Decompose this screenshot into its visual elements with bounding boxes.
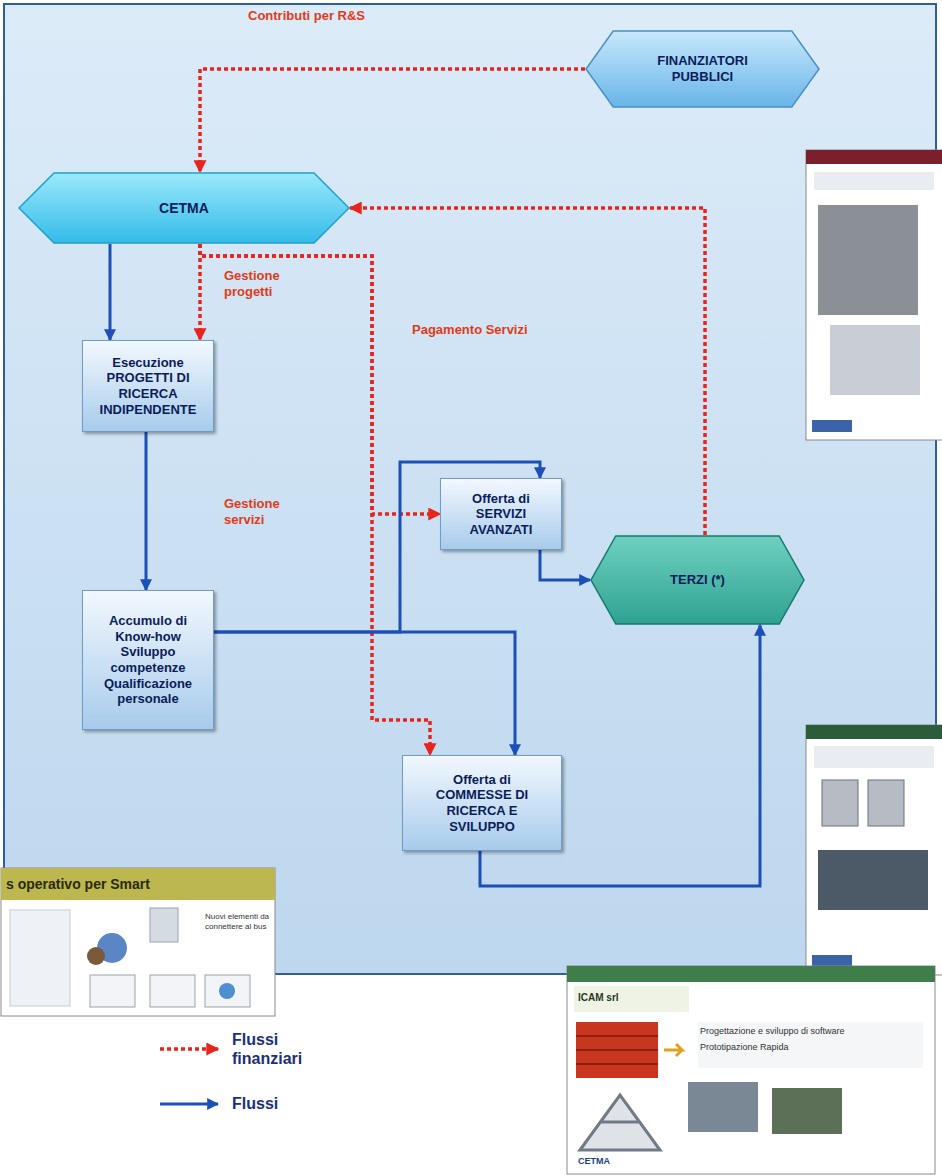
- flow-arrow: [109, 244, 112, 340]
- node-text: Qualificazione personale: [93, 676, 203, 707]
- device-icon: [219, 983, 235, 999]
- slide-photo: [818, 205, 918, 315]
- screen-icon: [205, 975, 250, 1007]
- financial-flow-arrow: [200, 69, 585, 172]
- party-hexagon: TERZI (*): [590, 535, 805, 625]
- flow-arrow: [540, 550, 590, 580]
- screen-icon: [150, 975, 195, 1007]
- slide-frame: [1, 868, 275, 1016]
- slide-band: [806, 150, 942, 164]
- process-box: Offerta di COMMESSE DI RICERCA E SVILUPP…: [402, 755, 562, 851]
- slide-band: [567, 966, 935, 982]
- machine-photo: [772, 1088, 842, 1134]
- slide-frame: [806, 725, 942, 975]
- slide-logo: [812, 955, 852, 967]
- hexagon-shape: [591, 536, 804, 624]
- node-text: CETMA: [84, 200, 284, 217]
- slide-photo: [818, 850, 928, 910]
- slide-frame: [806, 150, 942, 440]
- screen-icon: [90, 975, 135, 1007]
- flow-arrow: [214, 632, 515, 755]
- process-box: Offerta di SERVIZI AVANZATI: [440, 478, 562, 550]
- node-text: Esecuzione PROGETTI DI RICERCA INDIPENDE…: [93, 355, 203, 417]
- slide-thumbnail: [567, 966, 935, 1174]
- flow-label: Pagamento Servizi: [412, 322, 572, 338]
- slide-text: Prototipazione Rapida: [700, 1042, 920, 1053]
- funder-hexagon: FINANZIATORI PUBBLICI: [585, 30, 820, 108]
- flow-label: Contributi per R&S: [248, 8, 418, 24]
- shelf-lines: [576, 1036, 658, 1064]
- slide-text: Nuovi elementi da connettere al bus: [205, 912, 271, 931]
- slide-text: ICAM srl: [578, 992, 686, 1004]
- slide-part: [822, 780, 858, 826]
- slide-photo: [830, 325, 920, 395]
- financial-flow-arrow: [200, 244, 440, 514]
- slide-thumbnail: [1, 868, 275, 1016]
- slide-thumbnail: [806, 725, 942, 975]
- legend-sample: [160, 1103, 218, 1106]
- slide-text: Progettazione e sviluppo di software: [700, 1026, 920, 1037]
- frame-drawing: [580, 1095, 660, 1150]
- slide-text-area: [814, 746, 934, 768]
- node-text: Offerta di COMMESSE DI RICERCA E SVILUPP…: [425, 772, 539, 834]
- legend-text: Flussi finanziari: [232, 1030, 324, 1068]
- flow-label: Gestione progetti: [224, 268, 298, 301]
- process-box: Accumulo di Know-howSviluppo competenzeQ…: [82, 590, 214, 730]
- slide-logo: [812, 420, 852, 432]
- arrow-symbol: [664, 1044, 682, 1056]
- legend-sample: [160, 1047, 218, 1051]
- slide-band: [1, 868, 275, 900]
- slide-text-area: [574, 986, 689, 1012]
- hexagon-shape: [586, 31, 819, 107]
- financial-flow-arrow: [198, 244, 202, 340]
- legend-text: Flussi: [232, 1094, 324, 1113]
- slide-text: CETMA: [578, 1156, 648, 1167]
- process-box: Esecuzione PROGETTI DI RICERCA INDIPENDE…: [82, 340, 214, 432]
- slide-panel: [10, 910, 70, 1006]
- panel: [4, 4, 936, 974]
- slide-text: s operativo per Smart: [6, 876, 256, 893]
- financial-flow-arrow: [200, 244, 430, 755]
- slide-frame: [567, 966, 935, 1174]
- node-text: Offerta di SERVIZI AVANZATI: [457, 491, 545, 538]
- slide-text-area: [814, 172, 934, 190]
- node-text: FINANZIATORI PUBBLICI: [638, 53, 768, 84]
- center-hexagon: CETMA: [18, 172, 350, 244]
- flow-label: Gestione servizi: [224, 496, 298, 529]
- shelf-photo: [576, 1022, 658, 1078]
- node-text: Accumulo di Know-how: [93, 613, 203, 644]
- device-icon: [150, 908, 178, 942]
- node-text: Sviluppo competenze: [93, 644, 203, 675]
- slide-part: [868, 780, 904, 826]
- flow-arrow: [145, 432, 148, 590]
- node-text: TERZI (*): [628, 572, 768, 588]
- device-icon: [87, 947, 105, 965]
- slide-text-area: [698, 1022, 923, 1068]
- hexagon-shape: [19, 173, 349, 243]
- slide-thumbnail: [806, 150, 942, 440]
- slide-band: [806, 725, 942, 739]
- machine-photo: [688, 1082, 758, 1132]
